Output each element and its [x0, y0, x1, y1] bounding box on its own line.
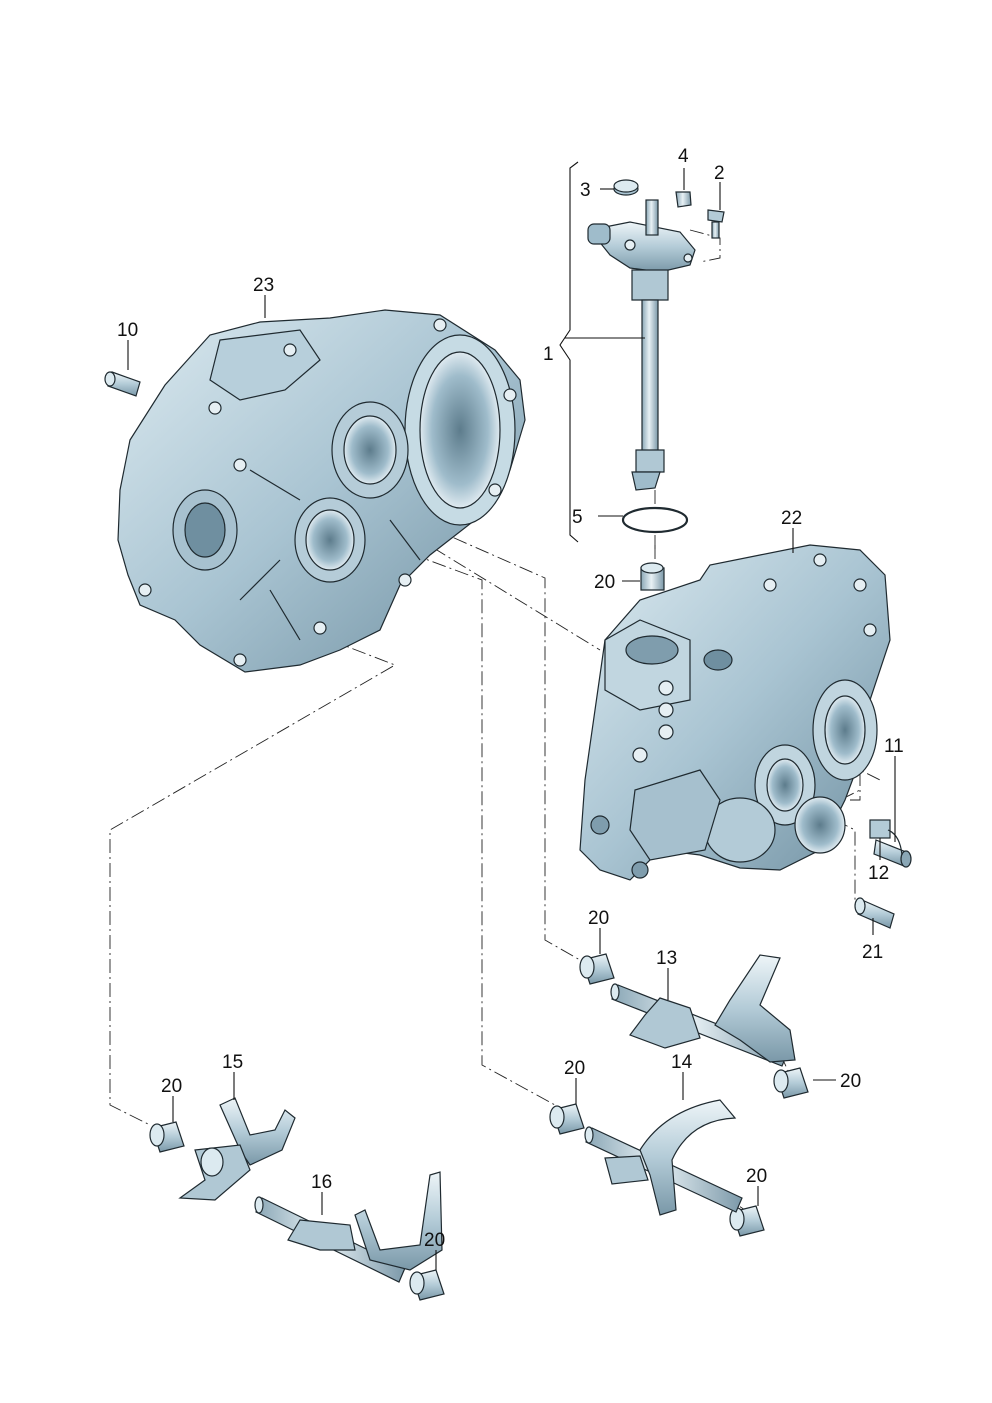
callout-20-13-rear: 20 — [840, 1071, 861, 1092]
dowel-pin — [104, 371, 141, 397]
gearbox-housing-clutch-side — [117, 309, 526, 673]
bush-13-rear — [773, 1067, 809, 1099]
callout-15: 15 — [222, 1052, 243, 1073]
callout-20-13-front: 20 — [588, 908, 609, 929]
seal-cap — [613, 179, 639, 196]
callout-3: 3 — [580, 180, 591, 201]
callout-20-16: 20 — [424, 1230, 445, 1251]
selector-fork-14 — [584, 1099, 743, 1216]
selector-fork-16 — [254, 1171, 443, 1283]
selector-shaft-assembly — [587, 199, 696, 491]
callout-20-14-front: 20 — [564, 1058, 585, 1079]
bolt — [707, 209, 725, 239]
callout-11: 11 — [884, 736, 904, 757]
bush-16 — [409, 1269, 445, 1301]
bush-15 — [149, 1121, 185, 1153]
callout-21: 21 — [862, 942, 883, 963]
callout-16: 16 — [311, 1172, 332, 1193]
callout-14: 14 — [671, 1052, 693, 1073]
callout-20-15: 20 — [161, 1076, 182, 1097]
callout-10: 10 — [117, 320, 138, 341]
callout-20-shaft: 20 — [594, 572, 615, 593]
switch-21 — [854, 897, 895, 929]
o-ring — [621, 506, 689, 534]
selector-fork-13 — [610, 954, 796, 1067]
callout-23: 23 — [253, 275, 274, 296]
switch-11 — [873, 839, 912, 868]
gearbox-housing — [579, 544, 891, 881]
callout-13: 13 — [656, 948, 677, 969]
callout-4: 4 — [678, 146, 689, 167]
bush-shaft — [640, 562, 665, 591]
bush-14-rear — [729, 1205, 765, 1237]
bush-14-front — [549, 1103, 585, 1135]
sleeve-part — [675, 191, 692, 208]
callout-20-14-rear: 20 — [746, 1166, 767, 1187]
callout-12: 12 — [868, 863, 889, 884]
callout-5: 5 — [572, 507, 583, 528]
callout-2: 2 — [714, 163, 725, 184]
callout-22: 22 — [781, 508, 802, 529]
leader-lines — [127, 161, 896, 1270]
callouts: 1 2 3 4 5 10 11 12 13 14 15 16 20 20 20 … — [117, 146, 904, 1251]
selector-fork-15 — [178, 1097, 296, 1201]
bush-13-front — [579, 953, 615, 985]
callout-1: 1 — [543, 344, 554, 365]
